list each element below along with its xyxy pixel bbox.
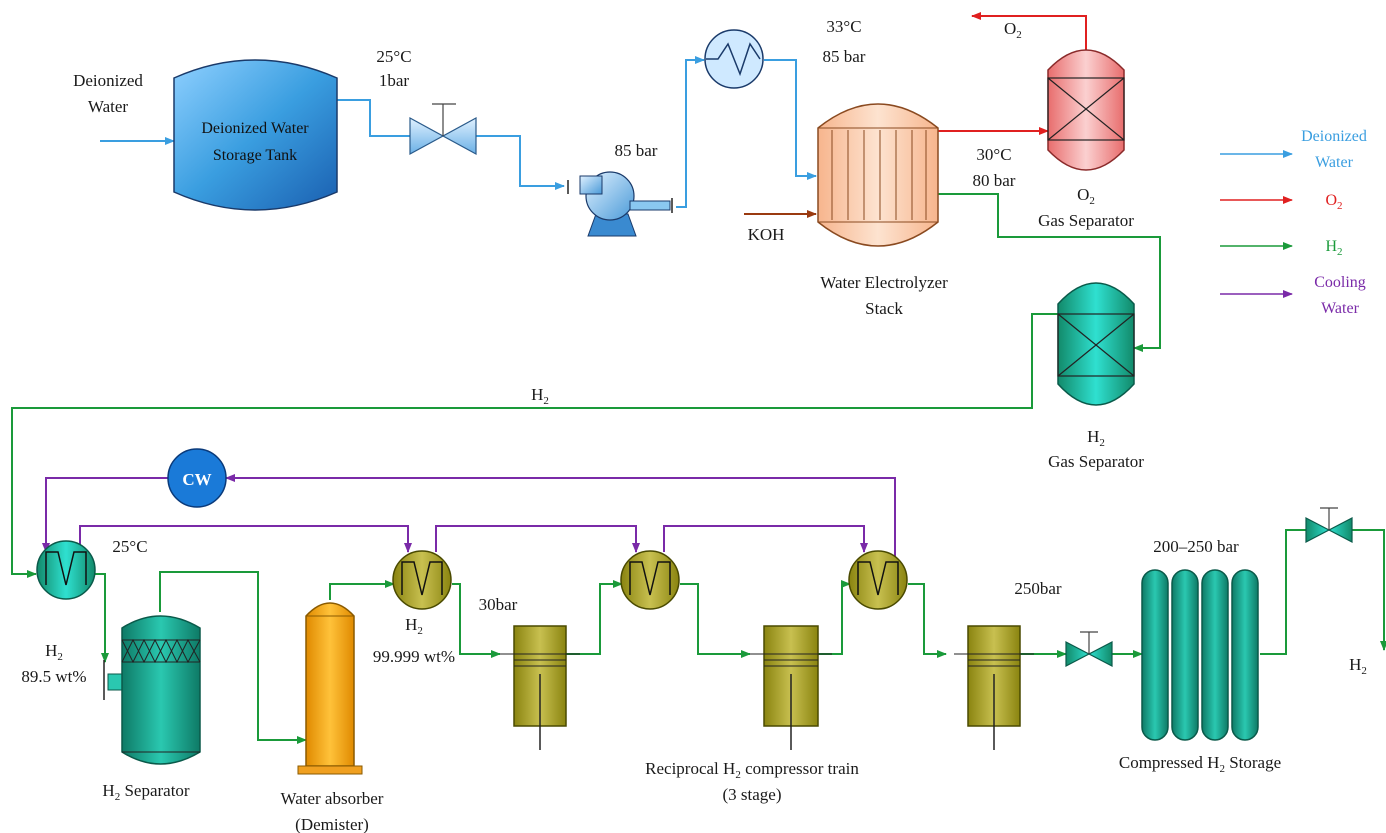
hx2-to-hx3-line [435,525,640,553]
pump-to-hx-line [676,56,705,208]
final-valve-out-line [1352,529,1386,651]
h2-cooler [36,540,96,600]
h2-lines [11,193,1386,744]
hx3-to-hx4-line [663,525,868,553]
o2-separator-temperature: 30°C [976,145,1011,164]
water-absorber [297,602,363,775]
storage-label: Compressed H2 Storage [1119,753,1281,775]
cooler1-to-hx2-line [79,525,412,553]
h2-separator-vessel [103,615,201,765]
separator-to-absorber-line [159,571,307,744]
intercooler-1 [392,550,452,610]
pressure-30-label: 30bar [479,595,518,614]
cw-return-line [225,474,896,560]
legend-label-water-2: Water [1315,154,1353,171]
legend-item-o2: O2 [1220,192,1343,212]
koh-label: KOH [748,225,785,244]
high-pressure-pump [567,171,673,237]
hx4-to-comp3-line [908,583,947,658]
comp2-to-hx4-line [818,580,851,655]
o2-separator-label-1: O2 [1077,185,1095,207]
labels: Deionized Water Deionized Water Storage … [21,17,1366,833]
cooler-temperature: 25°C [112,537,147,556]
compressor-train-label-2: (3 stage) [722,785,781,804]
h2-final-outlet-label: H2 [1349,655,1367,677]
tank-to-valve-line [337,99,410,137]
intercooler-3 [848,550,908,610]
stack-label-1: Water Electrolyzer [820,273,948,292]
hx-outlet-temperature: 33°C [826,17,861,36]
pump-pressure-label: 85 bar [615,141,658,160]
h2-purity-1-label-2: 89.5 wt% [21,667,86,686]
storage-to-final-valve-line [1260,529,1306,655]
deionized-water-inlet-label-1: Deionized [73,71,143,90]
tank-outlet-temperature: 25°C [376,47,411,66]
legend: Deionized Water O2 H2 Cooling Water [1220,128,1367,317]
o2-separator-label-2: Gas Separator [1038,211,1134,230]
intercooler-2 [620,550,680,610]
o2-separator-pressure: 80 bar [973,171,1016,190]
absorber-to-hx2-line [329,580,395,600]
h2-separator-vessel-label: H2 Separator [102,781,190,803]
o2-outlet-label: O2 [1004,19,1022,41]
legend-item-cooling-water: Cooling Water [1220,274,1366,317]
h2sep-to-cooler-line [11,313,1058,578]
water-lines [100,56,817,208]
storage-pressure-label: 200–250 bar [1153,537,1239,556]
h2-purity-2-label-1: H2 [405,615,423,637]
cw-to-cooler1-line [42,477,168,553]
absorber-label-1: Water absorber [281,789,384,808]
compressor-stage-3 [954,625,1034,750]
tank-label-1: Deionized Water [201,120,309,137]
compressor-stage-1 [500,625,580,750]
deionized-water-inlet-label-2: Water [88,97,128,116]
cw-label: CW [182,470,211,489]
compressed-h2-storage [1141,569,1259,741]
legend-item-deionized-water: Deionized Water [1220,128,1367,171]
tank-label-2: Storage Tank [213,147,297,164]
o2-gas-separator [1047,49,1125,171]
hx-to-stack-line [764,59,817,180]
hx3-to-comp2-line [680,583,751,658]
h2-purity-2-label-2: 99.999 wt% [373,647,455,666]
h2-separator-label-2: Gas Separator [1048,452,1144,471]
feed-heat-exchanger [704,29,764,89]
legend-label-water-1: Deionized [1301,128,1367,145]
cw-unit [167,448,227,508]
h2-separator-label-1: H2 [1087,427,1105,449]
absorber-label-2: (Demister) [295,815,369,833]
stack-label-2: Stack [865,299,903,318]
cooler-to-separator-line [95,573,109,663]
cooling-lines [42,474,896,560]
storage-inlet-valve [1065,631,1113,667]
h2-purity-1-label-1: H2 [45,641,63,663]
hx2-to-comp1-line [452,583,501,658]
compressor-stage-2 [750,625,832,750]
legend-label-cooling-2: Water [1321,300,1359,317]
final-h2-valve [1305,507,1353,543]
deionized-water-storage-tank [173,59,338,211]
water-valve [409,103,477,156]
hx-outlet-pressure: 85 bar [823,47,866,66]
pressure-250-label: 250bar [1014,579,1062,598]
valve-to-pump-line [476,135,565,190]
h2-line-label: H2 [531,385,549,407]
legend-label-cooling-1: Cooling [1314,274,1366,291]
comp1-to-hx3-line [566,580,623,655]
water-electrolyzer-stack [817,103,939,247]
legend-item-h2: H2 [1220,238,1343,258]
o2-out-line [971,12,1087,53]
tank-outlet-pressure: 1bar [379,71,410,90]
legend-label-o2: O2 [1325,192,1342,212]
h2-gas-separator [1057,282,1135,406]
o2-lines [938,12,1087,135]
compressor-train-label-1: Reciprocal H2 compressor train [645,759,859,781]
legend-label-h2: H2 [1325,238,1342,258]
stack-to-h2sep-line [938,193,1161,352]
